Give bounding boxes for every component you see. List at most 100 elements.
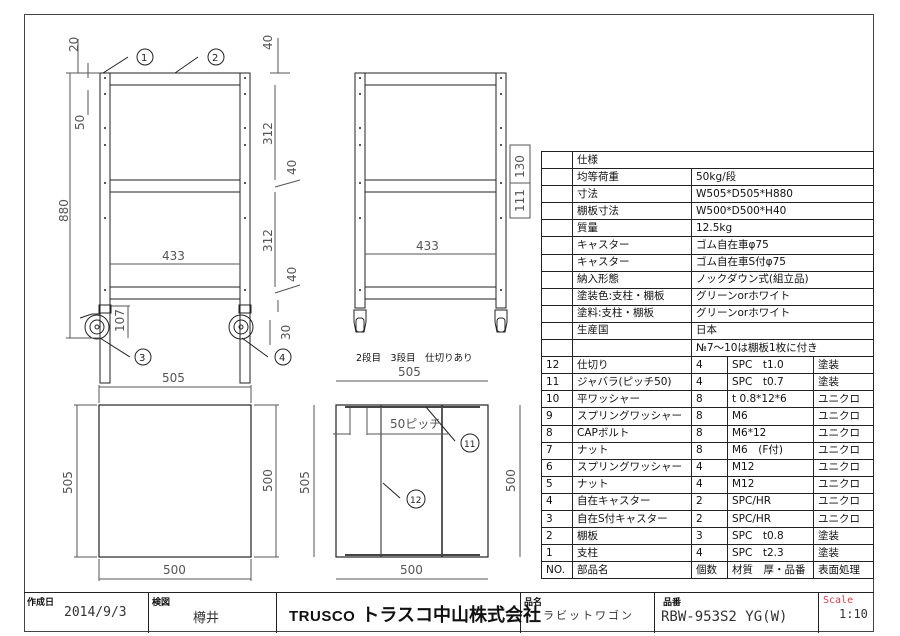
table-cell: 4: [691, 475, 728, 494]
svg-text:40: 40: [285, 160, 299, 175]
table-cell: 2: [691, 509, 728, 529]
svg-text:30: 30: [279, 325, 293, 340]
table-cell: 質量: [572, 219, 692, 238]
table-cell: 4: [691, 544, 728, 563]
spec-header: 仕様: [572, 150, 874, 170]
table-cell: M12: [727, 458, 814, 477]
table-cell: [541, 236, 573, 255]
table-cell: SPC t2.3: [727, 544, 814, 563]
table-cell: 4: [691, 373, 728, 392]
company-name-jp: トラスコ中山株式会社: [361, 605, 541, 626]
svg-text:4: 4: [279, 353, 285, 364]
table-cell: [541, 253, 573, 272]
table-cell: 1: [541, 544, 573, 563]
spec-row: 塗料:支柱・棚板グリーンorホワイト: [541, 304, 874, 323]
product-name-label: 品名: [524, 598, 543, 608]
spec-row: 納入形態ノックダウン式(組立品): [541, 270, 874, 289]
table-cell: 自在キャスター: [572, 492, 692, 511]
table-cell: t 0.8*12*6: [727, 390, 814, 409]
company-cell: TRUSCO トラスコ中山株式会社: [277, 593, 541, 633]
table-cell: 納入形態: [572, 270, 692, 289]
table-cell: 寸法: [572, 185, 692, 204]
table-cell: ユニクロ: [813, 441, 874, 460]
table-cell: SPC t0.7: [727, 373, 814, 392]
table-cell: 個数: [691, 561, 728, 580]
svg-text:12: 12: [410, 496, 421, 506]
svg-text:433: 433: [416, 239, 439, 253]
table-cell: M12: [727, 475, 814, 494]
table-cell: 自在S付キャスター: [572, 509, 692, 529]
spec-row: 塗装色:支柱・棚板グリーンorホワイト: [541, 287, 874, 306]
table-cell: [541, 202, 573, 221]
table-cell: 塗装: [813, 527, 874, 546]
table-cell: 11: [541, 373, 573, 392]
table-cell: 塗装: [813, 356, 874, 375]
checked-by-cell: 検図 樽井: [149, 593, 277, 633]
table-cell: ユニクロ: [813, 390, 874, 409]
svg-text:111: 111: [513, 189, 527, 212]
svg-text:130: 130: [513, 155, 527, 178]
svg-text:312: 312: [261, 122, 275, 145]
svg-text:11: 11: [464, 440, 475, 450]
table-cell: 5: [541, 475, 573, 494]
side-view: 130 111 433: [353, 72, 531, 333]
drawing-sheet-border: [24, 14, 874, 632]
table-cell: W505*D505*H880: [691, 185, 874, 204]
table-cell: 表面処理: [813, 561, 874, 580]
table-cell: グリーンorホワイト: [691, 304, 874, 323]
table-cell: 生産国: [572, 321, 692, 341]
side-view-caption: 2段目 3段目 仕切りあり: [356, 353, 473, 364]
table-cell: 4: [691, 356, 728, 375]
spec-row: 生産国日本: [541, 321, 874, 341]
table-cell: 3: [541, 509, 573, 529]
table-cell: [541, 270, 573, 289]
svg-text:1: 1: [141, 53, 147, 64]
table-cell: ゴム自在車S付φ75: [691, 253, 874, 272]
table-cell: №7～10は棚板1枚に付き: [691, 339, 874, 358]
table-cell: 9: [541, 407, 573, 426]
svg-text:40: 40: [285, 267, 299, 282]
svg-text:500: 500: [163, 563, 186, 577]
table-cell: 10: [541, 390, 573, 409]
svg-text:312: 312: [261, 229, 275, 252]
svg-text:880: 880: [57, 199, 71, 222]
table-cell: [541, 339, 573, 358]
scale-value: 1:10: [839, 607, 868, 621]
table-cell: 8: [691, 390, 728, 409]
table-cell: [541, 287, 573, 306]
table-cell: 2: [541, 527, 573, 546]
company-name-en: TRUSCO: [289, 608, 356, 625]
table-cell: SPC/HR: [727, 509, 814, 529]
table-cell: ジャバラ(ピッチ50): [572, 373, 692, 392]
svg-text:40: 40: [261, 35, 275, 50]
table-cell: [541, 150, 573, 170]
table-cell: 均等荷重: [572, 168, 692, 187]
table-cell: グリーンorホワイト: [691, 287, 874, 306]
table-cell: ゴム自在車φ75: [691, 236, 874, 255]
created-date-label: 作成日: [27, 598, 55, 608]
part-number-label: 品番: [663, 598, 682, 608]
table-cell: CAPボルト: [572, 424, 692, 443]
checked-by-value: 樽井: [193, 611, 220, 626]
table-cell: [541, 168, 573, 187]
table-cell: ユニクロ: [813, 458, 874, 477]
table-cell: 4: [541, 492, 573, 511]
table-cell: NO.: [541, 561, 573, 580]
table-cell: [541, 219, 573, 238]
table-cell: W500*D500*H40: [691, 202, 874, 221]
spec-row: №7～10は棚板1枚に付き: [541, 339, 874, 358]
table-cell: 平ワッシャー: [572, 390, 692, 409]
table-cell: キャスター: [572, 253, 692, 272]
